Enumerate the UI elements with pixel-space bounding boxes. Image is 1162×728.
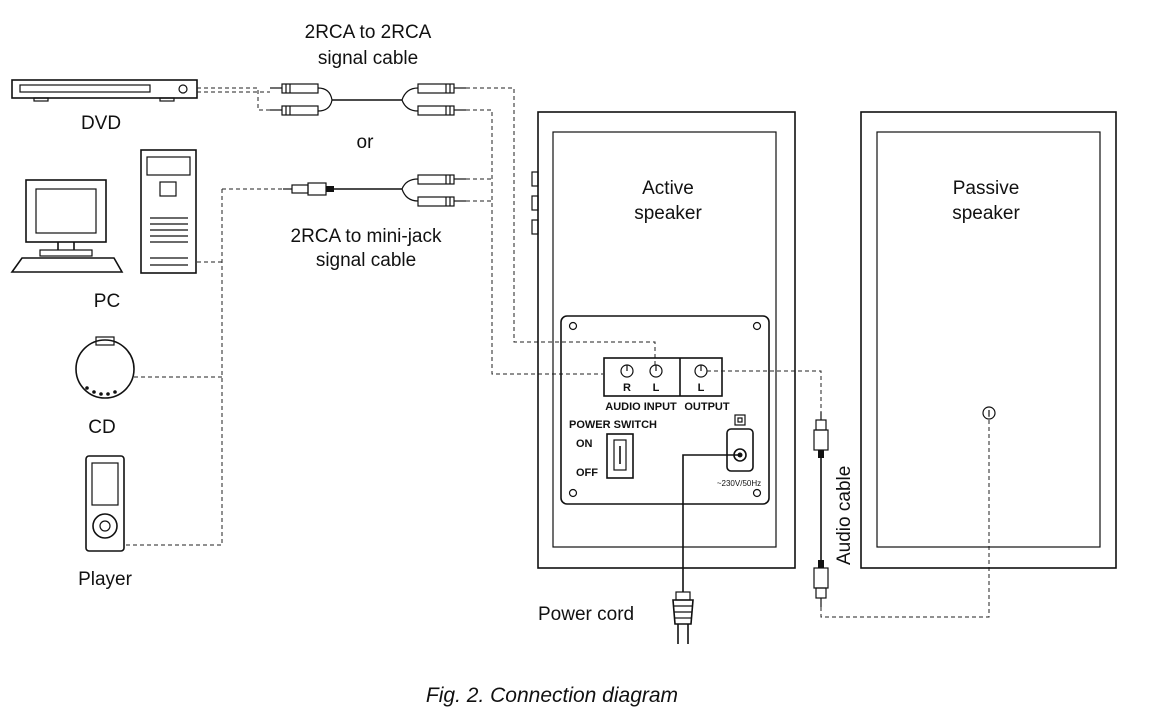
pc-label: PC bbox=[94, 291, 120, 312]
audio-cable-label: Audio cable bbox=[834, 466, 855, 565]
power-rating-label: ~230V/50Hz bbox=[717, 479, 761, 488]
rca-minijack-cable bbox=[283, 174, 466, 207]
active-speaker bbox=[531, 111, 796, 569]
output-l-jack[interactable] bbox=[694, 364, 708, 378]
rca-rca-cable-label-line1: 2RCA to 2RCA bbox=[305, 22, 432, 43]
input-l-label: L bbox=[653, 382, 660, 394]
dvd-label: DVD bbox=[81, 113, 121, 134]
rca-jack-cable-label-line2: signal cable bbox=[316, 250, 416, 271]
dvd-player-icon bbox=[11, 79, 198, 102]
power-switch-label: POWER SWITCH bbox=[569, 419, 657, 431]
audio-input-l-jack[interactable] bbox=[649, 364, 663, 378]
power-on-label: ON bbox=[576, 438, 593, 450]
passive-speaker-label-line1: Passive bbox=[953, 178, 1020, 199]
audio-cable bbox=[707, 370, 990, 618]
pc-monitor-icon bbox=[10, 179, 124, 273]
passive-speaker-label-line2: speaker bbox=[952, 203, 1020, 224]
rca-rca-cable bbox=[197, 83, 466, 116]
power-cord-label: Power cord bbox=[538, 604, 634, 625]
cd-label: CD bbox=[88, 417, 115, 438]
passive-speaker-input-jack[interactable] bbox=[982, 406, 996, 420]
power-off-label: OFF bbox=[576, 467, 598, 479]
active-speaker-label-line2: speaker bbox=[634, 203, 702, 224]
power-switch[interactable] bbox=[606, 433, 634, 479]
pc-tower-icon bbox=[140, 149, 197, 274]
rca-rca-cable-label-line2: signal cable bbox=[318, 48, 418, 69]
source-connection-lines bbox=[124, 87, 656, 546]
power-socket[interactable] bbox=[726, 414, 754, 472]
power-cord bbox=[672, 454, 740, 644]
active-speaker-label-line1: Active bbox=[642, 178, 694, 199]
audio-input-label: AUDIO INPUT bbox=[605, 401, 677, 413]
player-label: Player bbox=[78, 569, 133, 590]
rca-jack-cable-label-line1: 2RCA to mini-jack bbox=[291, 226, 442, 247]
passive-speaker bbox=[860, 111, 1117, 569]
input-r-label: R bbox=[623, 382, 631, 394]
rear-panel bbox=[560, 315, 770, 505]
audio-input-r-jack[interactable] bbox=[620, 364, 634, 378]
output-label: OUTPUT bbox=[684, 401, 730, 413]
portable-player-icon bbox=[85, 455, 125, 552]
figure-caption: Fig. 2. Connection diagram bbox=[426, 684, 678, 707]
or-label: or bbox=[357, 132, 375, 153]
cd-player-icon bbox=[75, 336, 135, 399]
output-l-label: L bbox=[698, 382, 705, 394]
